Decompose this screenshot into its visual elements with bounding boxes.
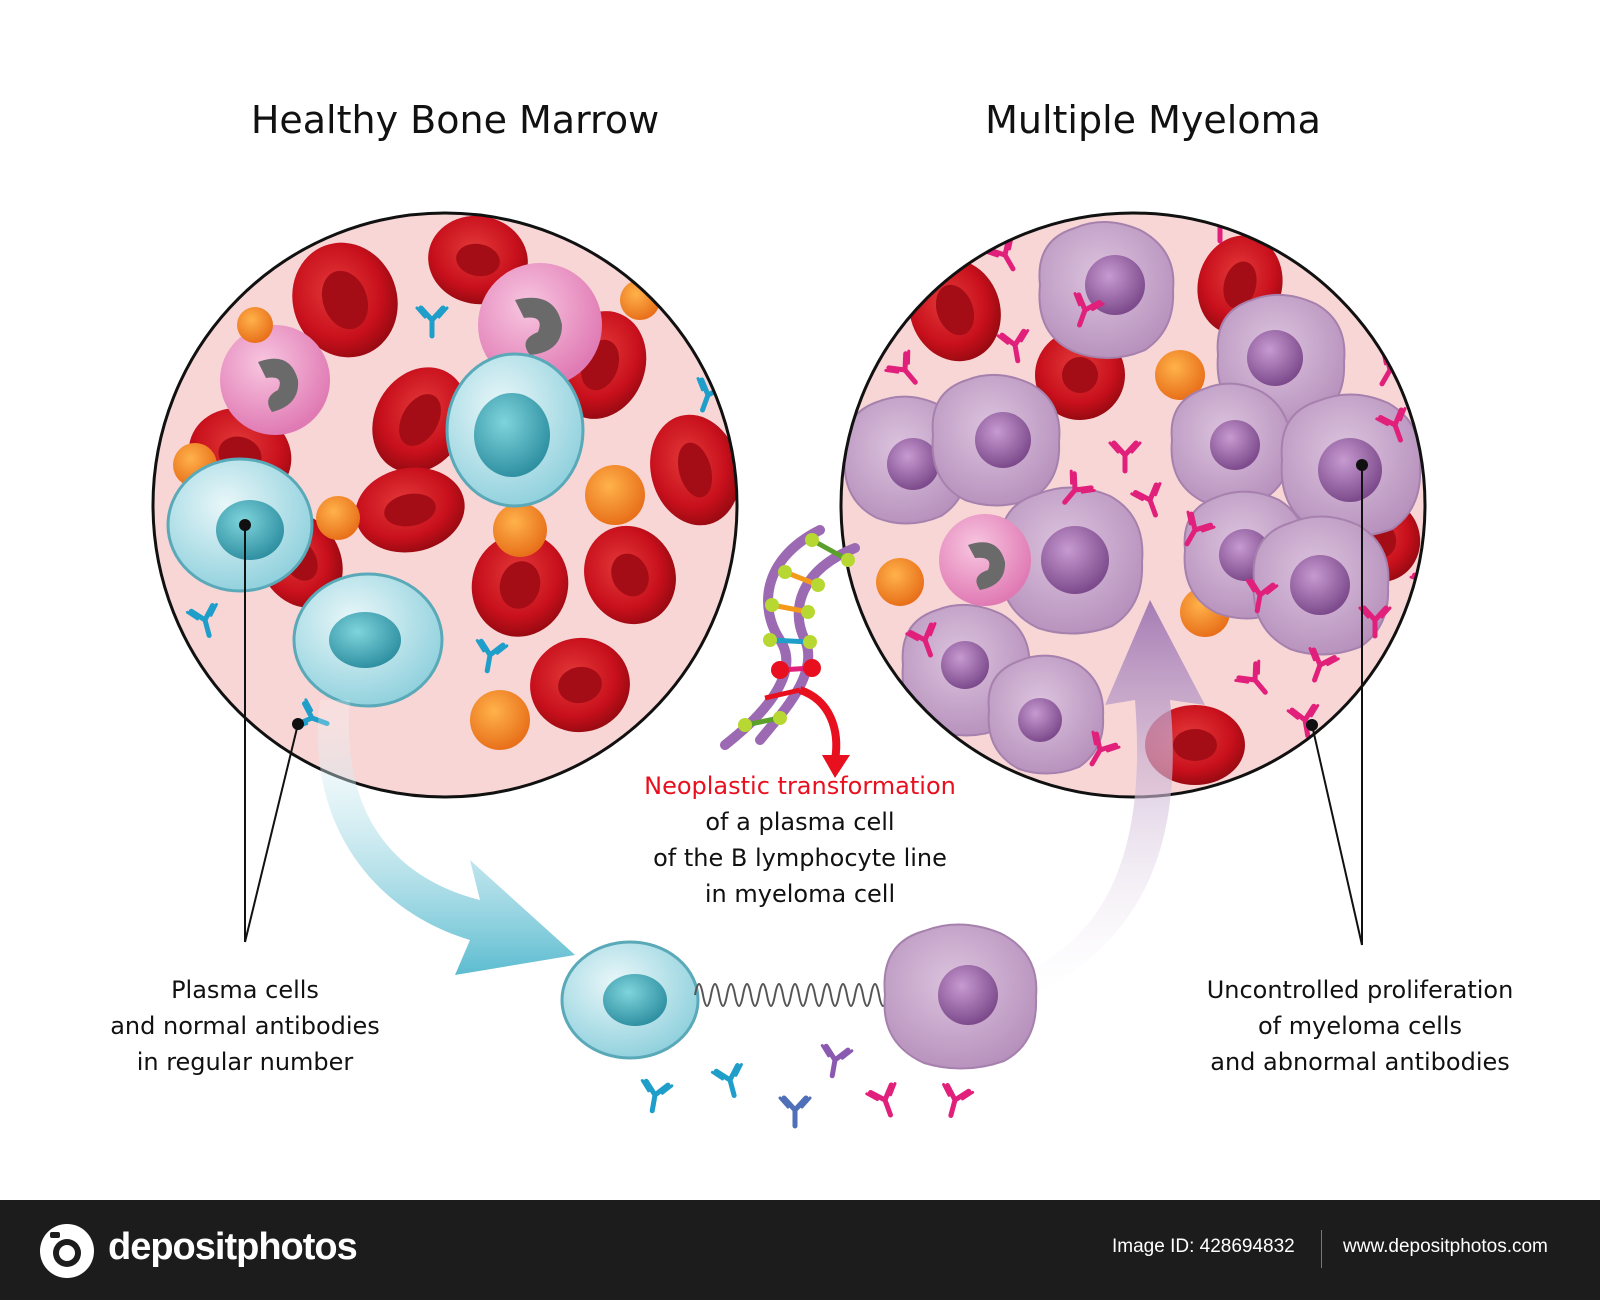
proliferation-arrow-purple (1020, 600, 1205, 995)
neoplastic-highlight: Neoplastic transformation (644, 772, 956, 800)
watermark-footer: depositphotos Image ID: 428694832 www.de… (0, 1200, 1600, 1300)
brand-name: depositphotos (108, 1226, 358, 1268)
myeloma-title: Multiple Myeloma (985, 98, 1321, 142)
dna-helix-icon (720, 525, 860, 778)
healthy-title: Healthy Bone Marrow (250, 98, 660, 142)
myeloma-caption-line-2: of myeloma cells (1258, 1012, 1462, 1040)
healthy-caption: Plasma cells and normal antibodies in re… (80, 972, 410, 1080)
healthy-marrow-circle (151, 211, 739, 799)
myeloma-marrow-circle (839, 211, 1427, 799)
neoplastic-caption: Neoplastic transformation of a plasma ce… (615, 768, 985, 912)
myeloma-neutrophil (939, 514, 1031, 606)
neoplastic-line-2: of the B lymphocyte line (653, 844, 947, 872)
site-url: www.depositphotos.com (1343, 1236, 1548, 1257)
myeloma-caption-line-3: and abnormal antibodies (1210, 1048, 1510, 1076)
camera-logo-icon (40, 1224, 94, 1278)
image-id: Image ID: 428694832 (1112, 1236, 1295, 1257)
transition-arrow-cyan (317, 700, 575, 975)
bottom-plasma-cell (560, 940, 700, 1060)
healthy-caption-line-3: in regular number (136, 1048, 354, 1076)
myeloma-callout-lines (1306, 459, 1368, 946)
footer-divider (1321, 1230, 1322, 1268)
healthy-caption-line-1: Plasma cells (171, 976, 319, 1004)
healthy-callout-lines (239, 519, 304, 943)
transformation-coil (694, 983, 888, 1007)
neoplastic-line-1: of a plasma cell (705, 808, 895, 836)
myeloma-cells (843, 220, 1422, 775)
myeloma-caption: Uncontrolled proliferation of myeloma ce… (1180, 972, 1540, 1080)
myeloma-caption-line-1: Uncontrolled proliferation (1206, 976, 1514, 1004)
healthy-caption-line-2: and normal antibodies (110, 1012, 380, 1040)
neoplastic-line-3: in myeloma cell (704, 880, 896, 908)
bottom-myeloma-cell (883, 923, 1038, 1070)
